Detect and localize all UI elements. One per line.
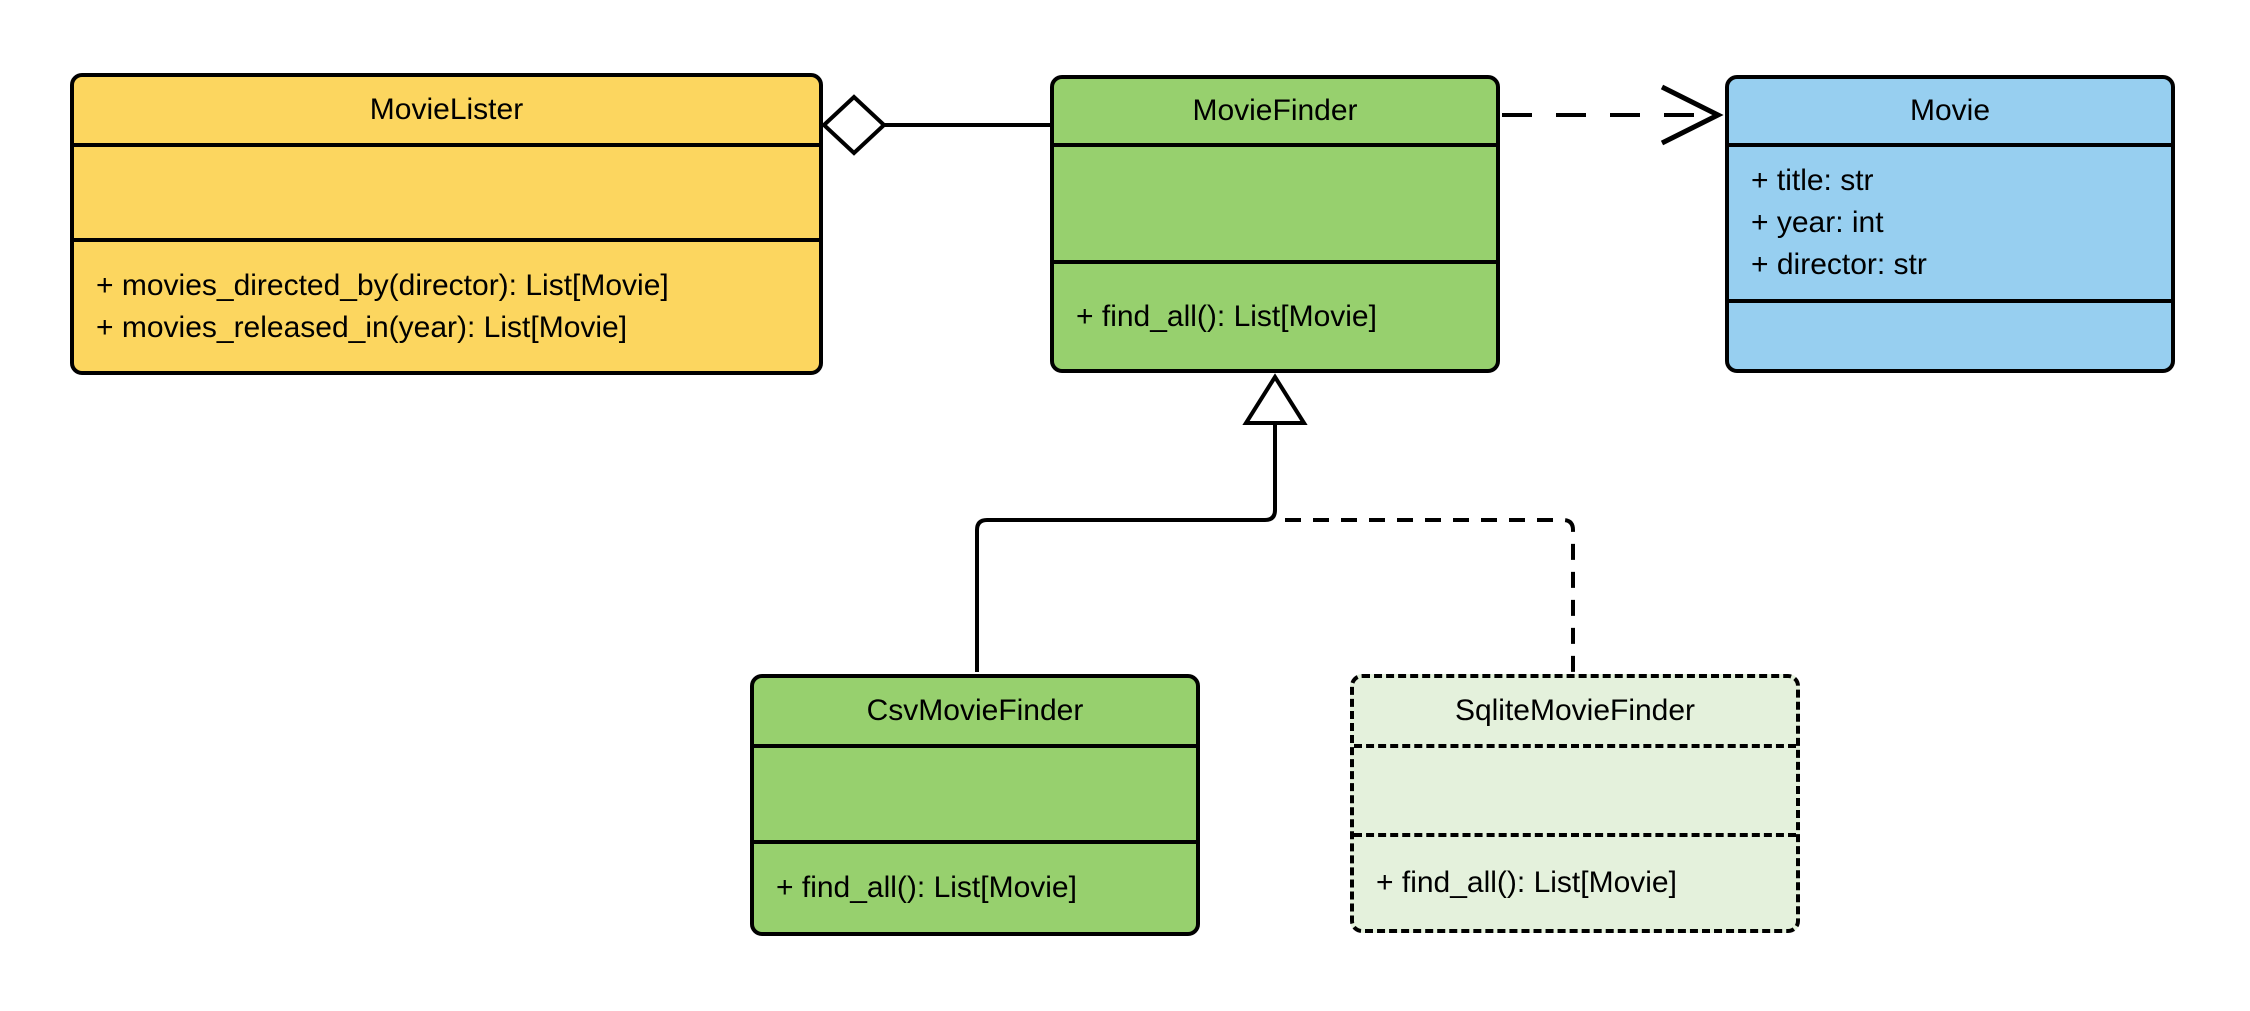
- class-movielister-methods-section: + movies_directed_by(director): List[Mov…: [74, 242, 819, 371]
- method-item: + movies_released_in(year): List[Movie]: [96, 310, 628, 344]
- class-moviefinder-methods-section: + find_all(): List[Movie]: [1054, 264, 1496, 369]
- dependency-connector: [1502, 84, 1724, 146]
- class-movielister: MovieLister + movies_directed_by(directo…: [70, 73, 823, 375]
- dependency-arrowhead-icon: [1660, 84, 1724, 146]
- attribute-item: + title: str: [1751, 164, 1874, 197]
- class-moviefinder: MovieFinder + find_all(): List[Movie]: [1050, 75, 1500, 373]
- class-moviefinder-title: MovieFinder: [1054, 79, 1496, 147]
- class-csvmoviefinder-methods-section: + find_all(): List[Movie]: [754, 844, 1196, 932]
- class-moviefinder-attributes-section: [1054, 147, 1496, 264]
- class-movie-attributes-section: + title: str + year: int + director: str: [1729, 147, 2171, 303]
- class-movielister-title: MovieLister: [74, 77, 819, 147]
- aggregation-diamond-icon: [821, 94, 887, 156]
- class-csvmoviefinder: CsvMovieFinder + find_all(): List[Movie]: [750, 674, 1200, 936]
- method-item: + movies_directed_by(director): List[Mov…: [96, 268, 669, 302]
- generalization-connector-dashed: [1285, 518, 1575, 672]
- class-movie-title: Movie: [1729, 79, 2171, 147]
- class-sqlitemoviefinder-attributes-section: [1354, 748, 1796, 837]
- aggregation-connector: [821, 94, 1052, 156]
- class-sqlitemoviefinder-methods-section: + find_all(): List[Movie]: [1354, 837, 1796, 929]
- attribute-item: + year: int: [1751, 206, 1884, 239]
- method-item: + find_all(): List[Movie]: [1376, 866, 1677, 899]
- class-movielister-attributes-section: [74, 147, 819, 242]
- inheritance-triangle-icon: [1242, 373, 1308, 425]
- class-sqlitemoviefinder-title: SqliteMovieFinder: [1354, 678, 1796, 748]
- method-item: + find_all(): List[Movie]: [1076, 299, 1377, 333]
- generalization-connector-solid: [975, 425, 1277, 672]
- method-item: + find_all(): List[Movie]: [776, 871, 1077, 904]
- class-sqlitemoviefinder: SqliteMovieFinder + find_all(): List[Mov…: [1350, 674, 1800, 933]
- attribute-item: + director: str: [1751, 248, 1927, 281]
- class-csvmoviefinder-title: CsvMovieFinder: [754, 678, 1196, 748]
- class-movie: Movie + title: str + year: int + directo…: [1725, 75, 2175, 373]
- class-csvmoviefinder-attributes-section: [754, 748, 1196, 844]
- class-movie-methods-section: [1729, 303, 2171, 369]
